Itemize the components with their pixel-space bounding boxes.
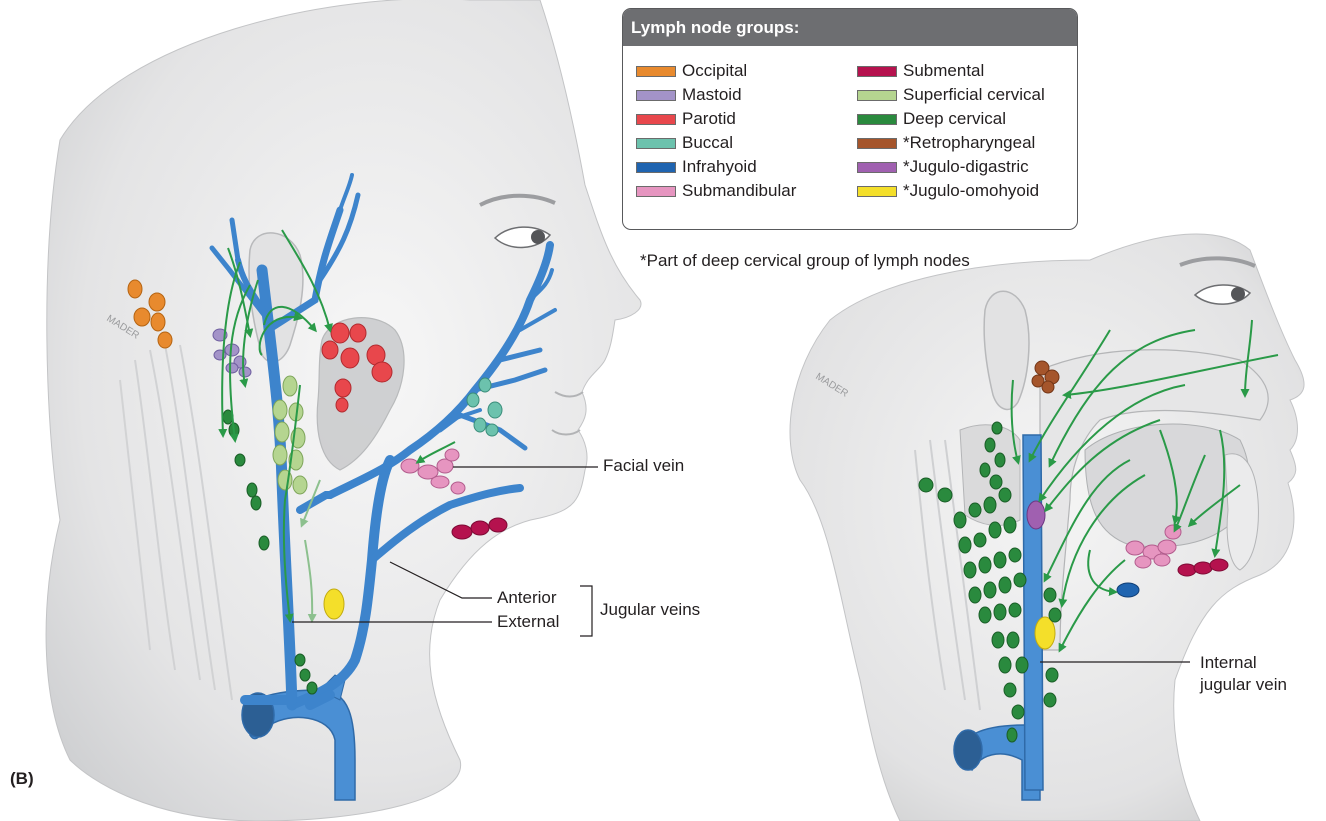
legend-item-jugulo-omohyoid: *Jugulo-omohyoid xyxy=(857,179,1045,203)
internal-jugular-vein xyxy=(1023,435,1043,790)
legend-swatch xyxy=(857,66,897,77)
right-head-illustration: MADER xyxy=(790,234,1304,821)
label-internal-jugular-line2: jugular vein xyxy=(1200,675,1287,695)
legend-item-submental: Submental xyxy=(857,59,1045,83)
legend-swatch xyxy=(857,186,897,197)
legend-swatch xyxy=(857,138,897,149)
left-jugulo-omohyoid-node xyxy=(324,589,344,619)
jugulo-digastric-node xyxy=(1027,501,1045,529)
legend-swatch xyxy=(636,66,676,77)
label-external: External xyxy=(497,612,559,632)
legend-swatch xyxy=(636,162,676,173)
label-facial-vein: Facial vein xyxy=(603,456,684,476)
legend-item-jugulo-digastric: *Jugulo-digastric xyxy=(857,155,1045,179)
legend-item-deep-cervical: Deep cervical xyxy=(857,107,1045,131)
legend-item-mastoid: Mastoid xyxy=(636,83,796,107)
infrahyoid-node xyxy=(1117,583,1139,597)
legend-item-retropharyngeal: *Retropharyngeal xyxy=(857,131,1045,155)
legend-swatch xyxy=(636,138,676,149)
label-internal-jugular-line1: Internal xyxy=(1200,653,1257,673)
legend-item-buccal: Buccal xyxy=(636,131,796,155)
legend-item-infrahyoid: Infrahyoid xyxy=(636,155,796,179)
legend-item-submandibular: Submandibular xyxy=(636,179,796,203)
legend-swatch xyxy=(857,114,897,125)
legend-item-parotid: Parotid xyxy=(636,107,796,131)
label-anterior: Anterior xyxy=(497,588,557,608)
label-jugular-veins: Jugular veins xyxy=(600,600,700,620)
legend-swatch xyxy=(636,90,676,101)
legend-swatch xyxy=(636,114,676,125)
legend-title: Lymph node groups: xyxy=(623,9,1077,46)
legend-item-superficial-cervical: Superficial cervical xyxy=(857,83,1045,107)
legend-footnote: *Part of deep cervical group of lymph no… xyxy=(640,251,970,271)
legend-box: Lymph node groups: Occipital Mastoid Par… xyxy=(622,8,1078,230)
legend-swatch xyxy=(636,186,676,197)
legend-swatch xyxy=(857,90,897,101)
right-jugulo-omohyoid-node xyxy=(1035,617,1055,649)
legend-column-2: Submental Superficial cervical Deep cerv… xyxy=(857,59,1045,203)
legend-swatch xyxy=(857,162,897,173)
panel-label: (B) xyxy=(10,769,34,789)
legend-column-1: Occipital Mastoid Parotid Buccal Infrahy… xyxy=(636,59,796,203)
legend-item-occipital: Occipital xyxy=(636,59,796,83)
left-head-illustration: MADER xyxy=(46,0,641,821)
